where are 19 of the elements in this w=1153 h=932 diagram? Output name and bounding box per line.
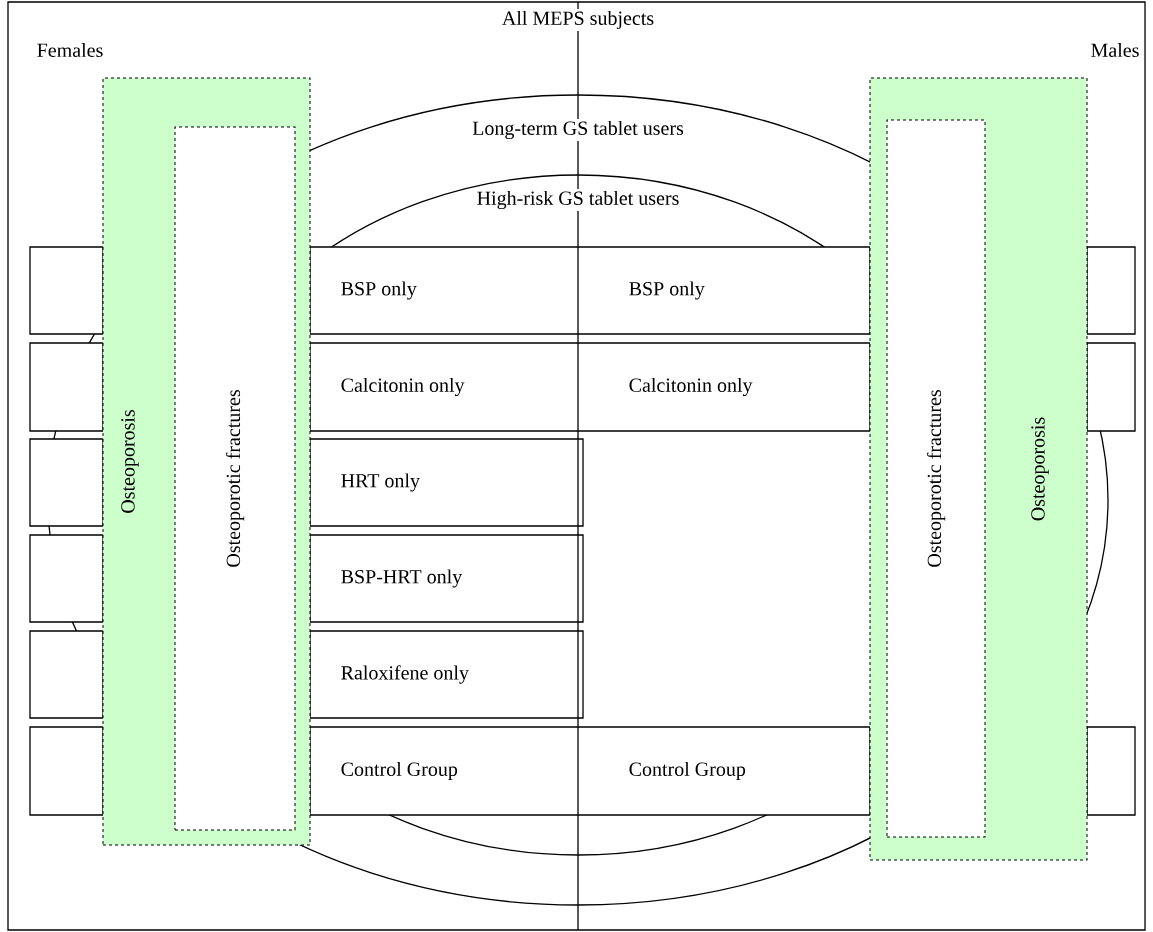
side-label: Females (37, 42, 103, 57)
empty-box (29, 630, 104, 719)
dashed-box: Osteoporotic fractures (886, 119, 986, 838)
dashed-box: Osteoporotic fractures (174, 126, 296, 831)
empty-box (1086, 246, 1136, 335)
row-box: BSP only BSP only (309, 246, 871, 335)
row-box: Raloxifene only (309, 630, 584, 719)
empty-box (1086, 342, 1136, 432)
empty-box (29, 726, 104, 816)
empty-box (29, 438, 104, 527)
row-box: Control Group Control Group (309, 726, 871, 816)
empty-box (29, 534, 104, 623)
empty-box (1086, 726, 1136, 816)
row-box: Calcitonin only Calcitonin only (309, 342, 871, 432)
side-label: Males (1091, 42, 1139, 57)
row-box: HRT only (309, 438, 584, 527)
empty-box (29, 342, 104, 432)
row-box: BSP-HRT only (309, 534, 584, 623)
empty-box (29, 246, 104, 335)
